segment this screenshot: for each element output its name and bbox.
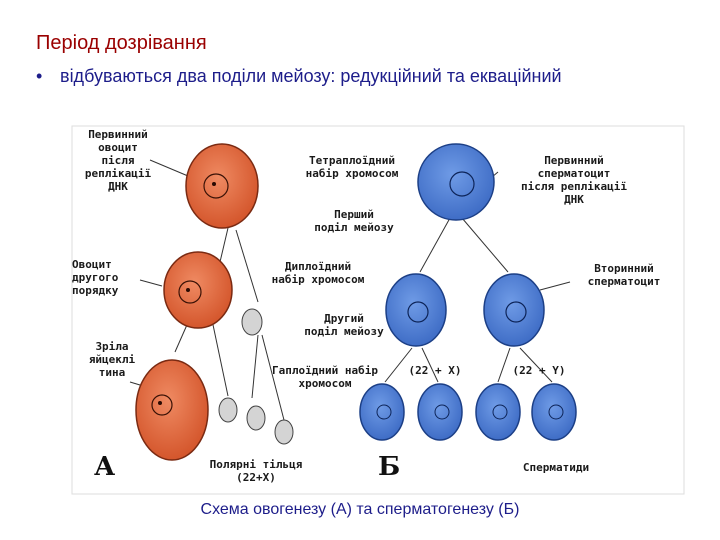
- bullet-dot: •: [36, 66, 43, 86]
- panel-label-a: А: [94, 452, 116, 482]
- label-primary-spermatocyte: Первинний сперматоцит після реплікації Д…: [521, 154, 627, 206]
- label-first-division: Перший поділ мейозу: [314, 208, 394, 234]
- secondary-spermatocyte-cell: [385, 273, 447, 347]
- label-secondary-oocyte: Овоцит другого порядку: [72, 258, 119, 297]
- polar-bodies: [218, 308, 294, 445]
- primary-oocyte-cell: [185, 143, 259, 229]
- label-second-division: Другий поділ мейозу: [304, 312, 384, 338]
- label-spermatids: Сперматиди: [522, 461, 590, 474]
- label-primary-oocyte: Первинний овоцит після реплікації ДНК: [84, 128, 152, 193]
- bullet-text: відбуваються два поділи мейозу: редукцій…: [60, 66, 562, 86]
- figure-caption: Схема овогенезу (А) та сперматогенезу (Б…: [200, 501, 520, 518]
- spermatid-nuclei: [376, 404, 564, 420]
- label-secondary-spermatocyte: Вторинний сперматоцит: [587, 262, 661, 288]
- secondary-spermatocyte-cell: [483, 273, 545, 347]
- label-x-set: (22 + X): [408, 364, 462, 377]
- label-tetraploid: Тетраплоїдний набір хромосом: [305, 154, 399, 180]
- label-y-set: (22 + Y): [512, 364, 566, 377]
- label-diploid: Диплоїдний набір хромосом: [271, 260, 365, 286]
- label-mature-egg: Зріла яйцеклі тина: [88, 340, 136, 379]
- secondary-oocyte-cell: [163, 251, 233, 329]
- spermatid-cells: [359, 383, 577, 441]
- mature-egg-cell: [135, 359, 209, 461]
- primary-spermatocyte-cell: [417, 143, 495, 221]
- bullet-point: • відбуваються два поділи мейозу: редукц…: [36, 65, 676, 88]
- panel-label-b: Б: [378, 452, 401, 482]
- slide-title: Період дозрівання: [36, 32, 207, 54]
- label-polar-bodies: Полярні тільця (22+X): [209, 458, 303, 484]
- label-haploid: Гаплоїдний набір хромосом: [272, 364, 378, 390]
